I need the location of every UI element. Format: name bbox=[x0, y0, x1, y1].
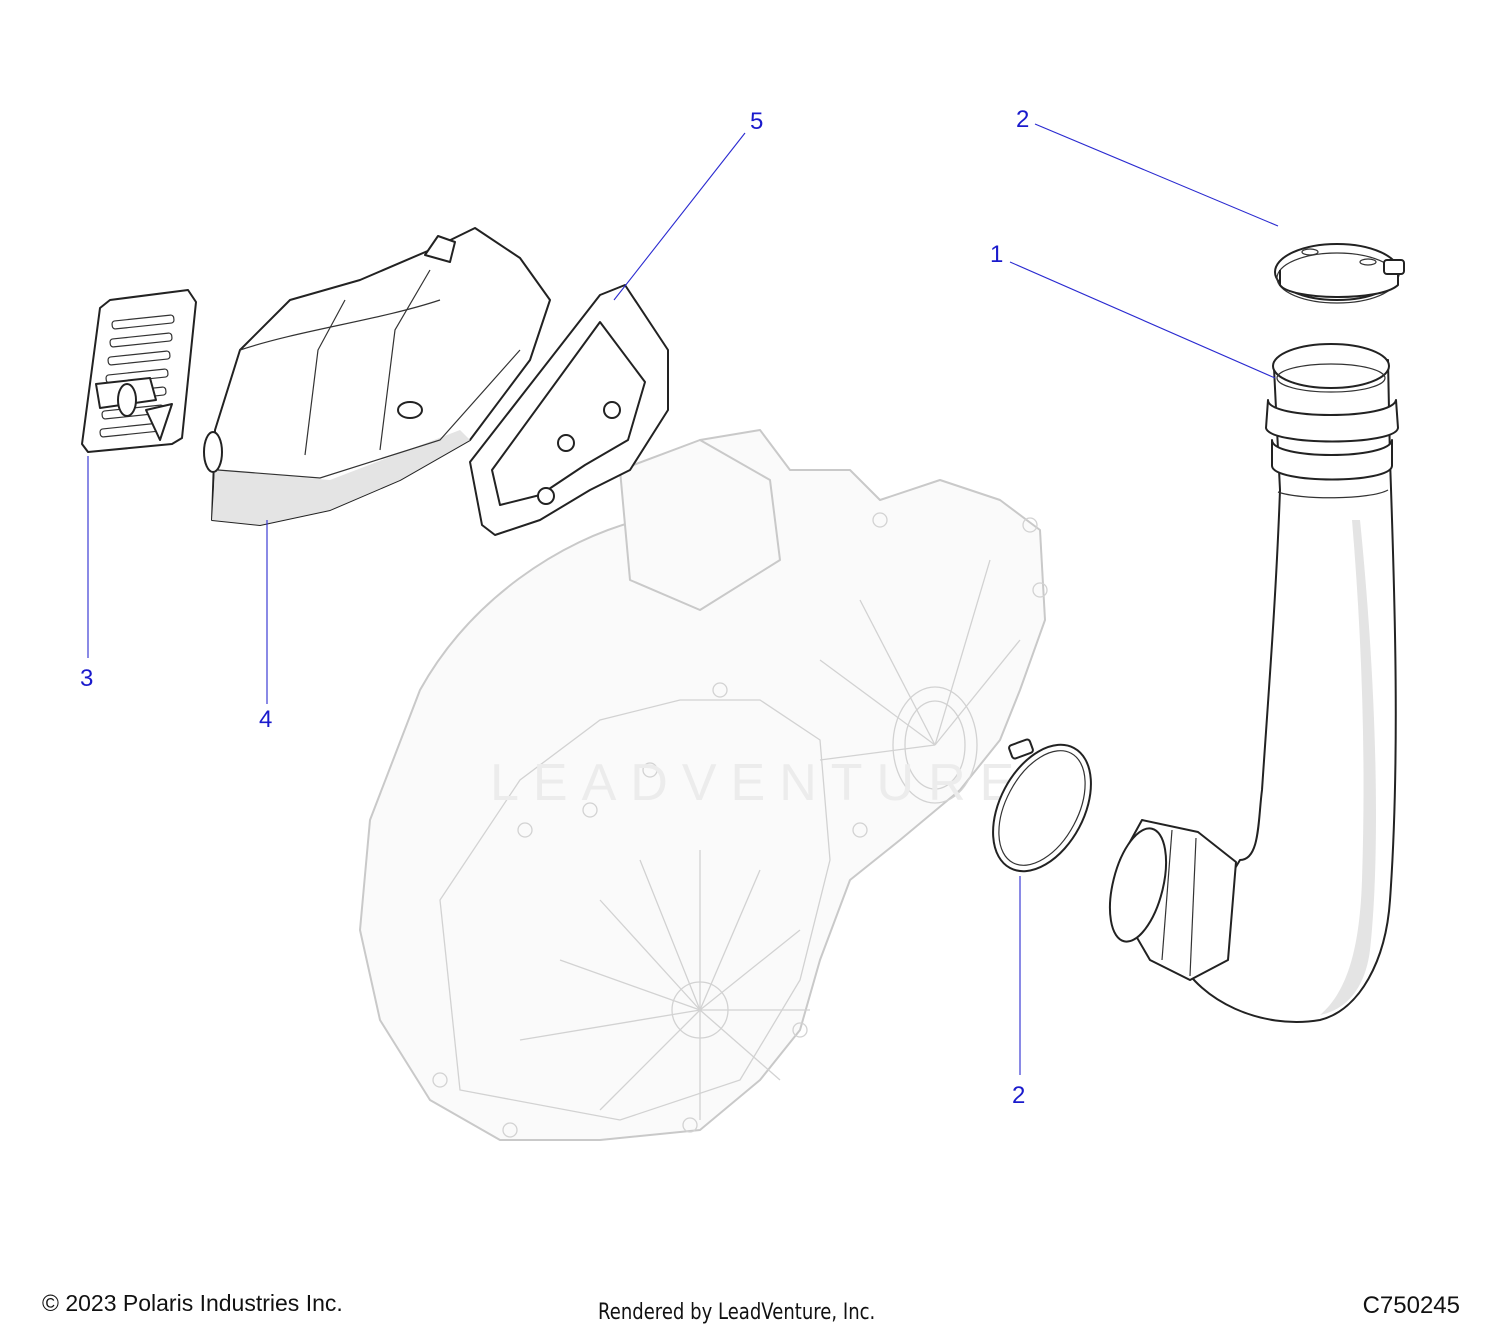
callout-4: 4 bbox=[259, 706, 272, 733]
leader-line-2-top bbox=[1034, 123, 1279, 227]
rendered-by-text: Rendered by LeadVenture, Inc. bbox=[598, 1300, 876, 1325]
gasket-part bbox=[469, 284, 669, 536]
leader-line-1 bbox=[1009, 261, 1276, 379]
callout-1: 1 bbox=[990, 241, 1003, 268]
intake-duct-tube-part bbox=[1108, 343, 1399, 1023]
callouts: 1 2 2 3 4 5 bbox=[80, 106, 1029, 1109]
duct-housing-part bbox=[203, 227, 551, 526]
hose-clamp-top-part bbox=[1274, 243, 1405, 304]
leader-lines bbox=[87, 123, 1279, 1075]
screen-grille-part bbox=[81, 289, 197, 453]
diagram-id: C750245 bbox=[1362, 1292, 1460, 1319]
callout-2-top: 2 bbox=[1016, 106, 1029, 133]
callout-2-bottom: 2 bbox=[1012, 1082, 1025, 1109]
watermark: LEADVENTURE bbox=[490, 754, 1028, 812]
copyright-text: © 2023 Polaris Industries Inc. bbox=[42, 1290, 343, 1316]
hose-clamp-bottom-part bbox=[992, 738, 1092, 873]
leader-line-5 bbox=[613, 132, 746, 301]
clutch-cover-ghost bbox=[359, 429, 1048, 1141]
callout-5: 5 bbox=[750, 108, 763, 135]
callout-3: 3 bbox=[80, 665, 93, 692]
